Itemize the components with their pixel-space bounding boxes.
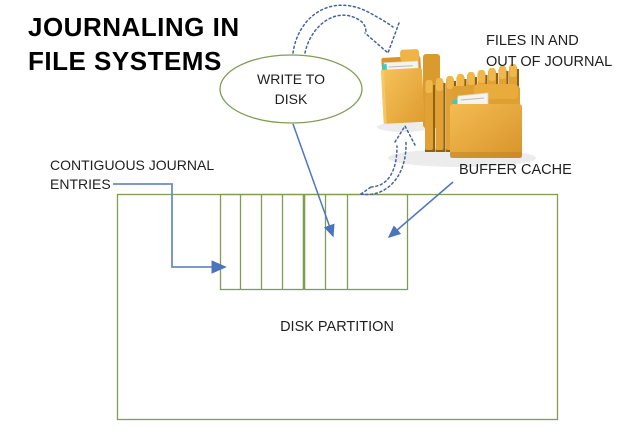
curved-dotted-arrow-top [292,4,400,55]
buffer-cache-label: BUFFER CACHE [459,162,572,178]
page-title: JOURNALING IN FILE SYSTEMS [28,10,240,78]
contiguous-journal-line-1: CONTIGUOUS JOURNAL [50,157,215,173]
write-to-disk-label: WRITE TO DISK [221,69,361,109]
write-to-disk-line-2: DISK [274,91,308,107]
title-line-1: JOURNALING IN [28,12,240,42]
curved-dotted-arrow-bottom [360,124,416,196]
buffer-cache-arrow [387,181,454,238]
journal-entries-box [219,193,409,291]
title-line-2: FILE SYSTEMS [28,46,222,76]
folder-stack-icon [377,49,536,167]
files-in-out-label: FILES IN AND OUT OF JOURNAL [486,31,612,73]
contiguous-journal-line-2: ENTRIES [50,176,111,192]
write-to-disk-ellipse [219,54,363,124]
disk-partition-box [116,193,559,421]
contiguous-journal-label: CONTIGUOUS JOURNAL ENTRIES [50,156,214,194]
elbow-connector-arrow [113,183,227,274]
files-in-out-line-2: OUT OF JOURNAL [486,54,613,70]
disk-partition-label: DISK PARTITION [280,319,394,335]
write-to-disk-arrow [292,123,335,238]
write-to-disk-line-1: WRITE TO [257,71,325,87]
files-in-out-line-1: FILES IN AND [486,33,579,49]
